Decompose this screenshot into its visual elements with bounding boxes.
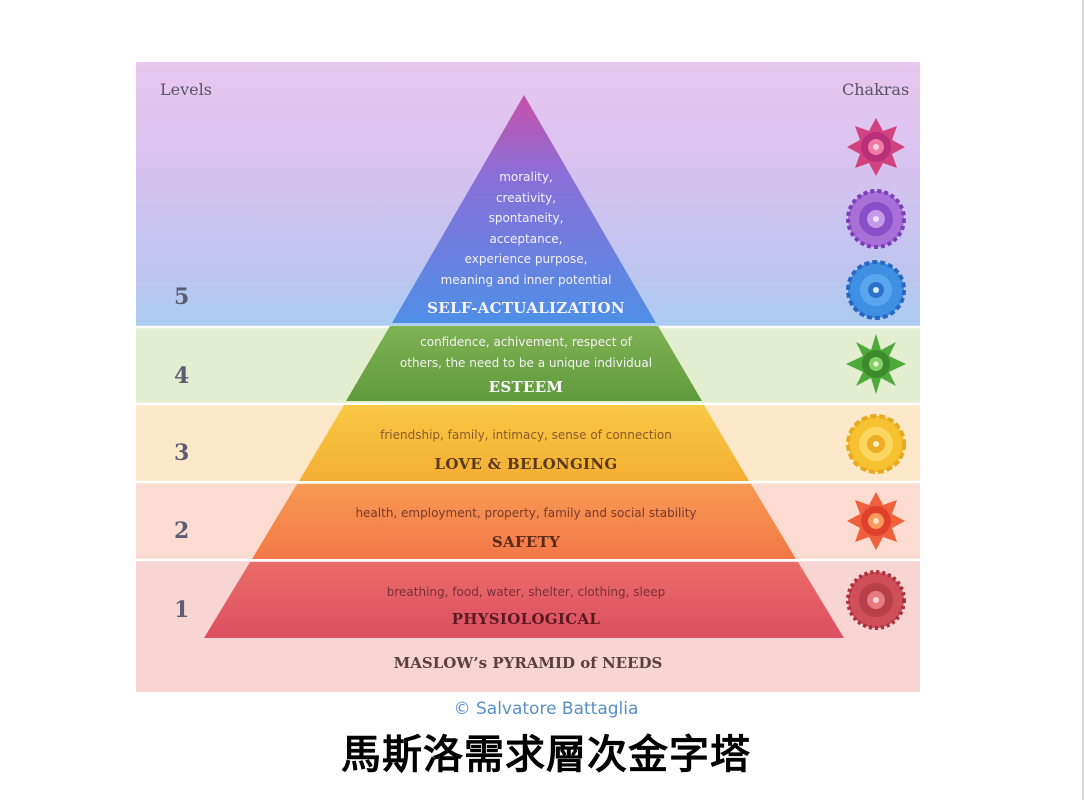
tier-safety-description: health, employment, property, family and… <box>286 503 766 524</box>
crown-chakra-icon <box>847 118 905 176</box>
tier-love-belonging-shape <box>299 405 749 481</box>
description-line: breathing, food, water, shelter, clothin… <box>386 585 666 599</box>
level-number: 4 <box>174 363 190 389</box>
tier-self-actualization-shape <box>392 95 656 323</box>
tier-love-belonging-description: friendship, family, intimacy, sense of c… <box>286 425 766 446</box>
sacral-chakra-icon <box>847 492 905 550</box>
root-chakra-icon <box>846 570 906 630</box>
levels-heading: Levels <box>160 80 212 99</box>
description-line: morality, <box>499 170 553 184</box>
chinese-title: 馬斯洛需求層次金字塔 <box>341 732 751 778</box>
tier-self-actualization-name: SELF-ACTUALIZATION <box>427 299 625 317</box>
pyramid-caption: MASLOW’s PYRAMID of NEEDS <box>393 654 663 672</box>
tier-love-belonging-name: LOVE & BELONGING <box>434 455 618 473</box>
page-edge-line <box>1082 0 1084 800</box>
description-line: creativity, <box>495 190 557 205</box>
tier-self-actualization-description: morality, creativity, spontaneity, accep… <box>286 167 766 290</box>
chakras-heading: Chakras <box>842 80 910 99</box>
tier-physiological-description: breathing, food, water, shelter, clothin… <box>286 582 766 603</box>
maslow-pyramid-panel: Levels Chakras 5 4 3 2 1 morality, creat… <box>136 62 920 692</box>
description-line: others, the need to be a unique individu… <box>399 355 653 370</box>
tier-esteem-shape <box>346 326 702 401</box>
tier-esteem-description: confidence, achivement, respect of other… <box>286 332 766 373</box>
description-line: health, employment, property, family and… <box>355 506 697 520</box>
level-number: 3 <box>174 440 190 466</box>
solar-plexus-chakra-icon <box>846 414 906 474</box>
throat-chakra-icon <box>846 260 906 320</box>
third-eye-chakra-icon <box>846 189 906 249</box>
description-line: spontaneity, <box>488 211 564 225</box>
description-line: acceptance, <box>489 231 563 246</box>
tier-safety-name: SAFETY <box>491 533 561 551</box>
level-number: 2 <box>174 518 190 544</box>
level-number: 5 <box>174 284 190 310</box>
description-line: experience purpose, <box>464 252 588 266</box>
heart-chakra-icon <box>846 334 906 394</box>
tier-esteem-name: ESTEEM <box>488 378 564 396</box>
tier-safety-shape <box>252 484 796 559</box>
pyramid-diagram <box>136 95 920 692</box>
description-line: friendship, family, intimacy, sense of c… <box>380 428 672 442</box>
tier-physiological-name: PHYSIOLOGICAL <box>451 610 601 628</box>
copyright-notice: © Salvatore Battaglia <box>453 699 639 719</box>
description-line: meaning and inner potential <box>440 272 612 287</box>
tier-physiological-shape <box>204 562 844 638</box>
description-line: confidence, achivement, respect of <box>420 335 632 349</box>
level-number: 1 <box>174 597 190 623</box>
